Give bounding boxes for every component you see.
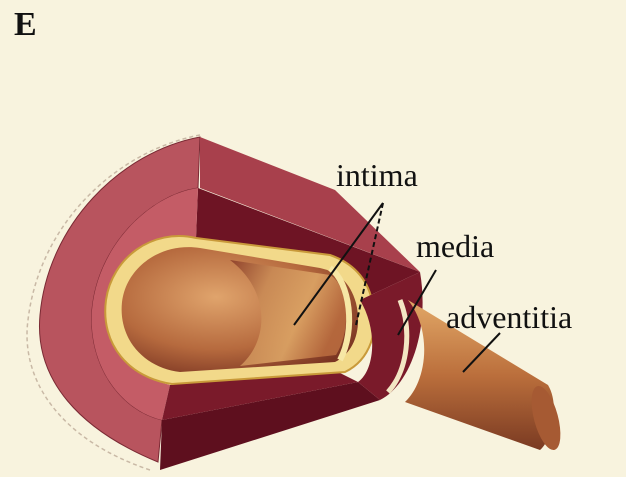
media-label: media (416, 230, 494, 262)
adventitia-label: adventitia (446, 301, 572, 333)
panel-letter: E (14, 6, 37, 44)
intima-label: intima (336, 159, 418, 191)
